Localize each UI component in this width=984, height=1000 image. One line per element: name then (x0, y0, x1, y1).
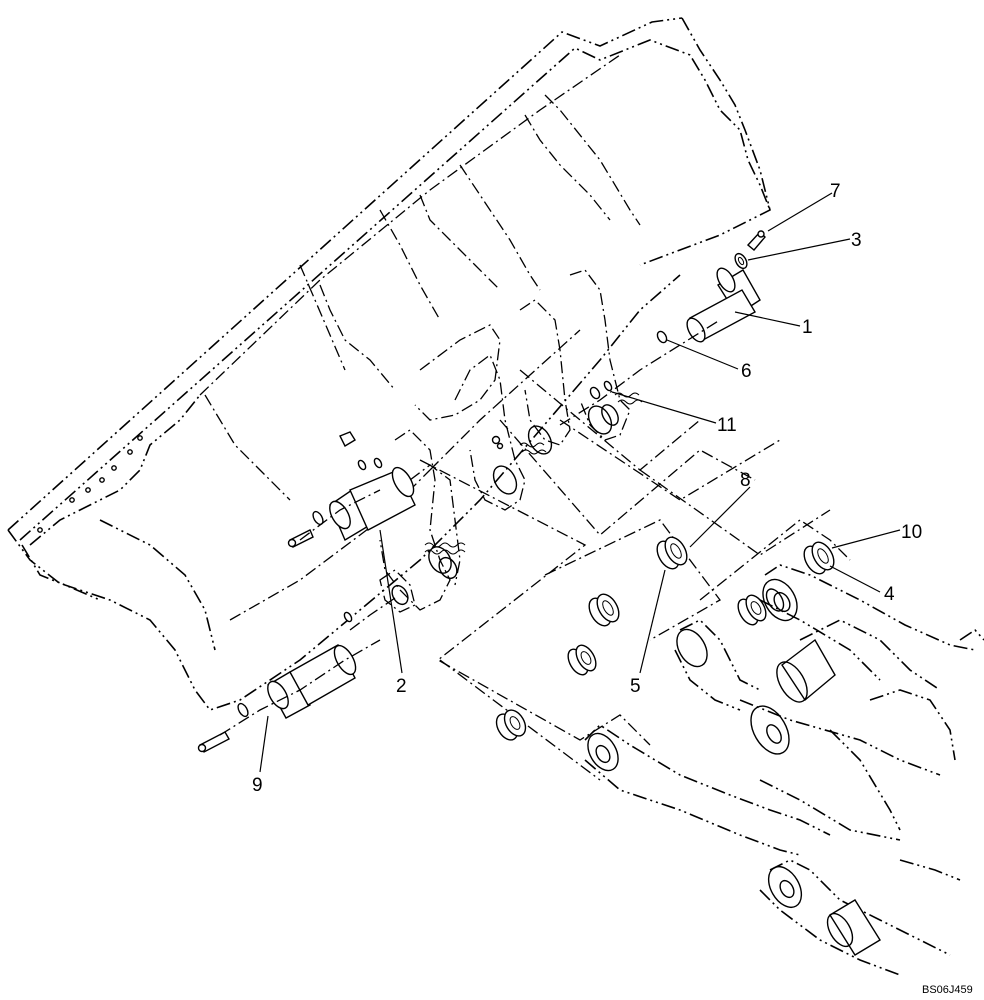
callout-4: 4 (884, 584, 895, 605)
exploded-dash-boxes (419, 369, 851, 781)
reference-code: BS06J459 (922, 984, 973, 996)
callout-7: 7 (830, 181, 841, 202)
callout-5: 5 (630, 676, 641, 697)
callout-8: 8 (740, 470, 751, 491)
bucket-side-holes (37, 435, 143, 533)
callout-2: 2 (396, 676, 407, 697)
callout-labels: 7 3 1 6 11 8 10 4 5 2 9 (252, 181, 922, 796)
callout-6: 6 (741, 361, 752, 382)
callout-1: 1 (802, 317, 813, 338)
callout-11: 11 (717, 415, 737, 436)
pin-assembly-upper (559, 230, 766, 426)
callout-3: 3 (851, 230, 862, 251)
pin-assembly-lower (197, 597, 396, 753)
callout-10: 10 (901, 522, 922, 543)
bucket-outline (7, 17, 771, 711)
mounting-lugs (339, 269, 643, 613)
leader-lines (259, 192, 901, 773)
bearing-sets (495, 536, 835, 741)
pin-assembly-middle (287, 457, 416, 548)
loader-arms (584, 564, 984, 976)
callout-9: 9 (252, 775, 263, 796)
